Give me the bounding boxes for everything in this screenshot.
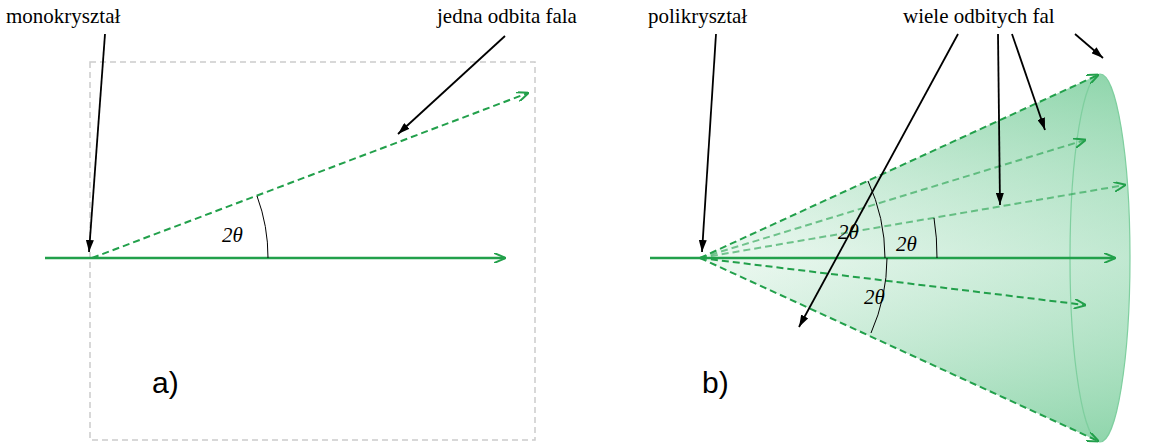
angle-label: 2θ — [896, 234, 917, 255]
angle-label: 2θ — [864, 287, 885, 308]
angle-label: 2θ — [222, 225, 243, 246]
panel-label: b) — [702, 368, 729, 398]
leader-line — [1012, 34, 1045, 130]
incident-beam — [45, 257, 505, 260]
part-label: jedna odbita fala — [437, 6, 577, 27]
leader-line — [89, 34, 105, 252]
reflected-wave — [700, 185, 1125, 258]
reflected-wave — [700, 258, 1085, 305]
leader-line — [799, 34, 958, 327]
angle-arc — [257, 196, 268, 258]
angle-arcs — [868, 181, 937, 333]
angle-arc — [934, 218, 937, 258]
reflected-wave — [700, 258, 1098, 441]
reflected-wave — [700, 140, 1085, 258]
angle-arc — [868, 181, 885, 258]
reflected-wave — [92, 93, 528, 258]
leader-line — [1075, 34, 1103, 58]
part-label: monokryształ — [6, 6, 120, 27]
incident-beam — [650, 257, 1115, 260]
leader-line — [702, 34, 716, 252]
panel-frame — [90, 62, 535, 440]
part-label: polikryształ — [648, 6, 747, 27]
leader-line — [398, 36, 505, 134]
reflected-waves — [700, 75, 1125, 441]
reflected-wave — [700, 75, 1098, 258]
leader-line — [998, 34, 1000, 205]
leader-lines — [702, 34, 1103, 327]
part-label: wiele odbitych fal — [903, 6, 1055, 27]
angle-label: 2θ — [838, 222, 859, 243]
panel-label: a) — [152, 368, 179, 398]
